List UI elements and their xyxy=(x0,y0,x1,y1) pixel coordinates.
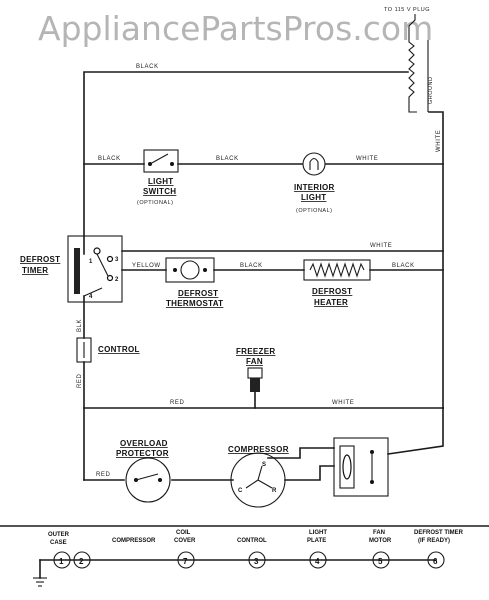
compressor-terminal-s: S xyxy=(262,462,266,468)
defrost-timer-label-1: DEFROST xyxy=(20,255,60,264)
power-plug: TO 115 V PLUG GROUND xyxy=(384,7,434,113)
wire-label-red-low: RED xyxy=(96,472,111,478)
ground-label-defrost-timer-2: (IF READY) xyxy=(418,538,450,544)
control: CONTROL xyxy=(76,337,140,363)
compressor-terminal-c: C xyxy=(238,488,243,494)
plug-ground-label: GROUND xyxy=(428,77,434,104)
defrost-thermostat-label-1: DEFROST xyxy=(178,289,218,298)
defrost-heater-label-1: DEFROST xyxy=(312,287,352,296)
ground-number-1: 1 xyxy=(59,557,64,566)
ground-strip: OUTER CASE 1 COMPRESSOR 2 COIL COVER 7 C… xyxy=(0,525,489,587)
timer-terminal-3: 3 xyxy=(115,257,119,263)
compressor: S C R COMPRESSOR xyxy=(228,445,289,508)
ground-item-fan-motor: FAN MOTOR 5 xyxy=(369,530,392,569)
wire-label-red-mid: RED xyxy=(170,400,185,406)
wire-label-red-left: RED xyxy=(77,373,83,388)
wire-label-black-2: BLACK xyxy=(216,156,239,162)
wires xyxy=(83,71,444,481)
control-label: CONTROL xyxy=(98,345,140,354)
wire-label-black-3: BLACK xyxy=(240,263,263,269)
ground-label-outer-case-2: CASE xyxy=(50,540,67,546)
defrost-heater: DEFROST HEATER xyxy=(303,259,371,307)
wire-label-white-1: WHITE xyxy=(356,156,378,162)
wire-label-white-2: WHITE xyxy=(370,243,392,249)
defrost-timer-label-2: TIMER xyxy=(22,266,48,275)
freezer-fan-label-2: FAN xyxy=(246,357,263,366)
ground-number-3: 3 xyxy=(254,557,259,566)
ground-item-coil-cover: COIL COVER 7 xyxy=(174,530,196,569)
plug-label: TO 115 V PLUG xyxy=(384,7,430,13)
interior-light: INTERIOR LIGHT (OPTIONAL) xyxy=(294,152,335,214)
freezer-fan: FREEZER FAN xyxy=(236,347,275,392)
overload-protector-label-2: PROTECTOR xyxy=(116,449,169,458)
compressor-label: COMPRESSOR xyxy=(228,445,289,454)
ground-number-7: 7 xyxy=(183,557,188,566)
interior-light-label-2: LIGHT xyxy=(301,193,327,202)
defrost-thermostat: DEFROST THERMOSTAT xyxy=(165,257,223,308)
overload-protector-label-1: OVERLOAD xyxy=(120,439,168,448)
ground-label-light-plate-1: LIGHT xyxy=(309,530,327,536)
wire-label-blk: BLK xyxy=(77,319,83,332)
ground-label-compressor: COMPRESSOR xyxy=(112,538,156,544)
wire-label-white-3: WHITE xyxy=(332,400,354,406)
ground-number-4: 4 xyxy=(315,557,320,566)
ground-label-coil-cover-1: COIL xyxy=(176,530,191,536)
ground-label-light-plate-2: PLATE xyxy=(307,538,326,544)
defrost-thermostat-label-2: THERMOSTAT xyxy=(166,299,223,308)
wire-label-white-right: WHITE xyxy=(436,130,442,152)
overload-protector: OVERLOAD PROTECTOR xyxy=(116,439,171,503)
ground-label-coil-cover-2: COVER xyxy=(174,538,196,544)
ground-item-light-plate: LIGHT PLATE 4 xyxy=(307,530,327,569)
interior-light-note: (OPTIONAL) xyxy=(296,208,332,214)
light-switch: LIGHT SWITCH (OPTIONAL) xyxy=(137,149,179,206)
timer-terminal-1: 1 xyxy=(89,259,93,265)
wire-label-black-4: BLACK xyxy=(392,263,415,269)
ground-item-control: CONTROL 3 xyxy=(237,538,267,569)
ground-number-5: 5 xyxy=(378,557,383,566)
ground-label-fan-motor-2: MOTOR xyxy=(369,538,392,544)
ground-label-fan-motor-1: FAN xyxy=(373,530,385,536)
watermark: AppliancePartsPros.com xyxy=(38,9,433,48)
interior-light-label-1: INTERIOR xyxy=(294,183,335,192)
wire-label-yellow: YELLOW xyxy=(132,263,161,269)
ground-number-6: 6 xyxy=(433,557,438,566)
ground-number-2: 2 xyxy=(79,557,84,566)
ground-item-compressor: COMPRESSOR 2 xyxy=(73,538,156,569)
ground-label-control: CONTROL xyxy=(237,538,267,544)
ground-label-outer-case-1: OUTER xyxy=(48,532,70,538)
compressor-terminal-r: R xyxy=(272,488,277,494)
defrost-heater-label-2: HEATER xyxy=(314,298,348,307)
light-switch-label-1: LIGHT xyxy=(148,177,174,186)
timer-terminal-2: 2 xyxy=(115,277,119,283)
ground-item-defrost-timer: DEFROST TIMER (IF READY) 6 xyxy=(414,530,464,569)
ground-item-outer-case: OUTER CASE 1 xyxy=(48,532,71,569)
light-switch-note: (OPTIONAL) xyxy=(137,200,173,206)
wire-label-black-top: BLACK xyxy=(136,64,159,70)
defrost-timer: 1 3 2 4 DEFROST TIMER xyxy=(20,235,123,303)
light-switch-label-2: SWITCH xyxy=(143,187,176,196)
wire-label-black-1: BLACK xyxy=(98,156,121,162)
wire-labels: BLACK WHITE BLACK BLACK WHITE WHITE YELL… xyxy=(77,64,442,478)
start-relay xyxy=(333,437,389,497)
ground-label-defrost-timer-1: DEFROST TIMER xyxy=(414,530,464,536)
freezer-fan-label-1: FREEZER xyxy=(236,347,275,356)
timer-terminal-4: 4 xyxy=(89,294,93,300)
